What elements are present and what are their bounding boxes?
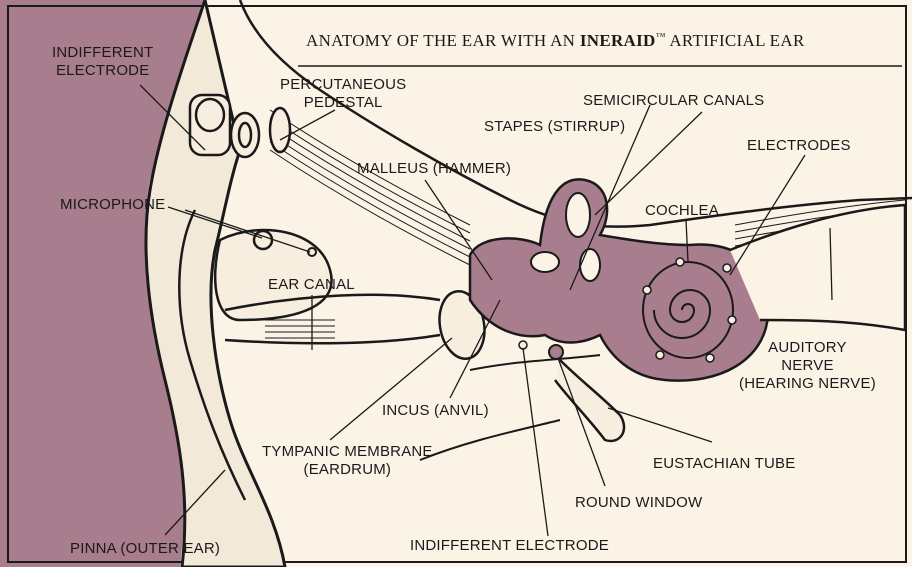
title-suffix: ARTIFICIAL EAR [669, 31, 804, 50]
label-eustachian-tube: EUSTACHIAN TUBE [653, 455, 795, 473]
title-prefix: ANATOMY OF THE EAR WITH AN [306, 31, 575, 50]
label-line: NERVE [739, 357, 876, 375]
eustachian-tube-shape [555, 360, 624, 441]
trademark-mark: ™ [656, 31, 666, 42]
auditory-nerve-shape [730, 205, 905, 330]
label-electrodes: ELECTRODES [747, 137, 851, 155]
label-line: PERCUTANEOUS [280, 76, 406, 94]
label-semicircular-canals: SEMICIRCULAR CANALS [583, 92, 764, 110]
cochlea-spiral [643, 262, 733, 358]
label-auditory-nerve: AUDITORY NERVE (HEARING NERVE) [739, 339, 876, 393]
title-brand: INERAID [580, 31, 656, 50]
label-line: ELECTRODE [52, 62, 153, 80]
label-incus: INCUS (ANVIL) [382, 402, 489, 420]
label-cochlea: COCHLEA [645, 202, 719, 220]
label-stapes: STAPES (STIRRUP) [484, 118, 625, 136]
label-malleus: MALLEUS (HAMMER) [357, 160, 511, 178]
label-indifferent-electrode-bottom: INDIFFERENT ELECTRODE [410, 537, 609, 555]
label-line: TYMPANIC MEMBRANE [262, 443, 433, 461]
label-percutaneous-pedestal: PERCUTANEOUS PEDESTAL [280, 76, 406, 112]
label-ear-canal: EAR CANAL [268, 276, 355, 294]
label-round-window: ROUND WINDOW [575, 494, 702, 512]
percutaneous-pedestal-hardware [190, 95, 290, 157]
round-window-shape [549, 345, 563, 359]
diagram-title: ANATOMY OF THE EAR WITH AN INERAID™ ARTI… [306, 31, 805, 51]
label-line: (HEARING NERVE) [739, 375, 876, 393]
concha [215, 230, 331, 320]
ear-canal-hatching [265, 320, 335, 338]
label-microphone: MICROPHONE [60, 196, 165, 214]
label-line: PEDESTAL [280, 94, 406, 112]
indifferent-electrode-lower [519, 341, 527, 349]
label-pinna: PINNA (OUTER EAR) [70, 540, 220, 558]
label-tympanic-membrane: TYMPANIC MEMBRANE (EARDRUM) [262, 443, 433, 479]
label-line: INDIFFERENT [52, 44, 153, 62]
label-indifferent-electrode-top: INDIFFERENT ELECTRODE [52, 44, 153, 80]
label-line: AUDITORY [739, 339, 876, 357]
label-line: (EARDRUM) [262, 461, 433, 479]
